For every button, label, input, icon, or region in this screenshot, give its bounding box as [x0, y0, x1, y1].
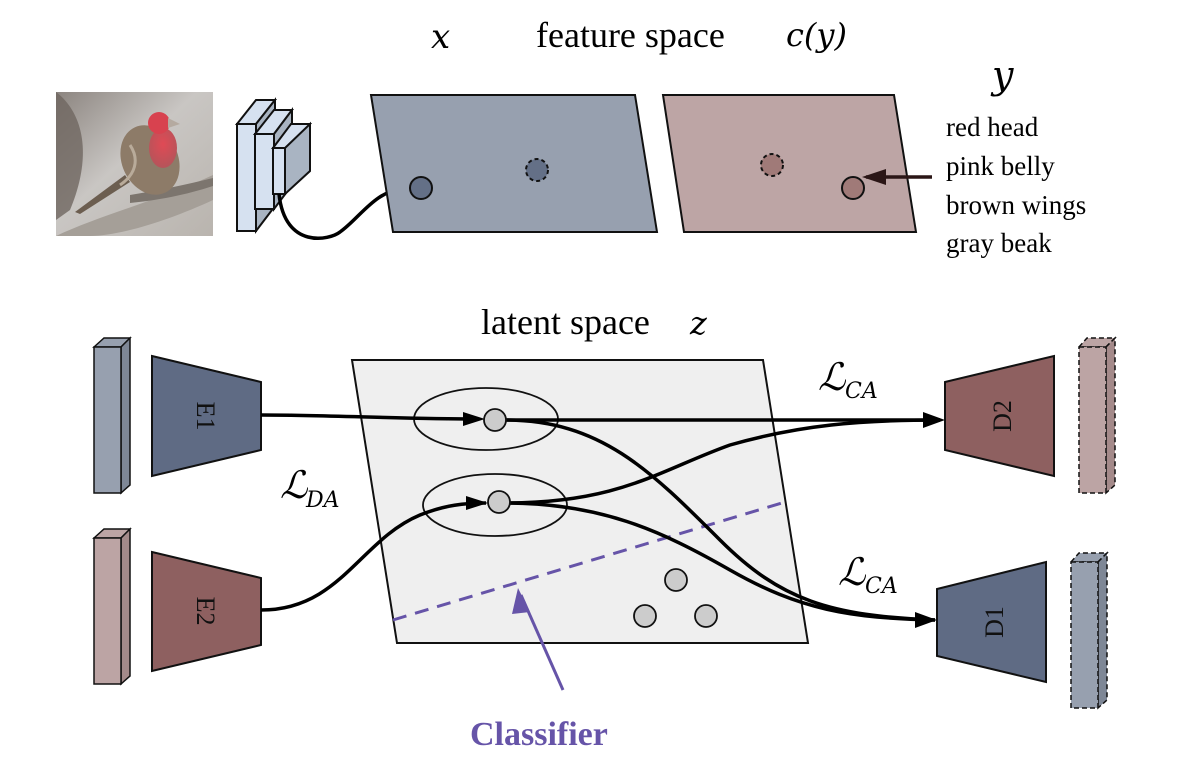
loss-ca-top-symbol: ℒ — [818, 355, 847, 399]
encoder-e2: E2 — [151, 550, 262, 673]
decoder-d2: D2 — [944, 354, 1055, 478]
output-bar-y — [1077, 336, 1117, 495]
loss-ca-bottom-symbol: ℒ — [838, 550, 867, 594]
feature-space-cy-plane — [661, 94, 918, 233]
loss-da-symbol: ℒ — [280, 463, 309, 507]
latent-point-z2 — [487, 490, 511, 514]
x-label: x — [431, 17, 450, 57]
feature-space-label: feature space — [536, 15, 725, 55]
bird-beak — [168, 118, 180, 128]
y-to-cy-arrowhead — [862, 169, 886, 185]
loss-ca-top-label: ℒ CA — [818, 355, 878, 404]
e2-to-latent-path — [260, 501, 487, 612]
cnn-to-x-arrow — [277, 180, 408, 240]
z2-to-d2-path — [504, 418, 941, 505]
cy-label: c(y) — [786, 16, 847, 54]
decoder-d2-label: D2 — [988, 400, 1017, 432]
input-bar-x — [92, 336, 132, 495]
e1-to-latent-path — [260, 413, 479, 421]
z2-to-d1-path — [504, 501, 936, 622]
attribute-item: pink belly — [946, 151, 1055, 181]
bird-photo — [56, 92, 213, 236]
encoder-e1: E1 — [151, 354, 262, 478]
d1-arrowhead — [915, 612, 937, 628]
e1-arrowhead — [463, 412, 485, 426]
latent-space-label: latent space — [481, 302, 650, 342]
bird-breast — [149, 128, 177, 168]
cy-label-text: c(y) — [786, 16, 847, 54]
bird-tail — [75, 175, 130, 214]
latent-space-plane — [350, 359, 810, 644]
output-bar-x — [1069, 551, 1109, 710]
latent-point-unseen — [664, 568, 688, 592]
loss-ca-top-subscript: CA — [845, 379, 878, 404]
cy-projected-point — [760, 153, 784, 177]
loss-da-label: ℒ DA — [280, 463, 340, 513]
attribute-list: red head pink belly brown wings gray bea… — [946, 112, 1086, 258]
latent-point-unseen — [633, 604, 657, 628]
attribute-item: gray beak — [946, 228, 1052, 258]
y-label: y — [990, 53, 1014, 97]
loss-ca-bottom-label: ℒ CA — [838, 550, 898, 599]
bird-head — [148, 112, 170, 134]
encoder-e2-label: E2 — [191, 597, 220, 626]
latent-point-unseen — [694, 604, 718, 628]
decoder-d1-label: D1 — [980, 606, 1009, 638]
x-projected-point — [525, 158, 549, 182]
z1-to-d1-path — [504, 418, 936, 622]
classifier-label: Classifier — [470, 716, 608, 753]
loss-ca-bottom-subscript: CA — [865, 574, 898, 599]
cluster-ellipse-bottom — [422, 473, 568, 537]
loss-da-subscript: DA — [305, 488, 340, 513]
z-label: z — [689, 304, 708, 342]
feature-space-x-plane — [369, 94, 659, 233]
decoder-d1: D1 — [936, 560, 1047, 684]
attribute-item: red head — [946, 112, 1039, 142]
latent-point-z1 — [483, 408, 507, 432]
encoder-e1-label: E1 — [191, 402, 220, 431]
x-point — [409, 176, 433, 200]
e2-arrowhead — [466, 496, 488, 510]
bird-branch — [56, 175, 213, 236]
cnn-icon — [234, 97, 313, 234]
cy-point — [841, 176, 865, 200]
attribute-item: brown wings — [946, 190, 1086, 220]
d2-arrowhead — [923, 412, 945, 428]
classifier-pointer-head — [512, 588, 530, 614]
input-bar-y — [92, 527, 132, 686]
